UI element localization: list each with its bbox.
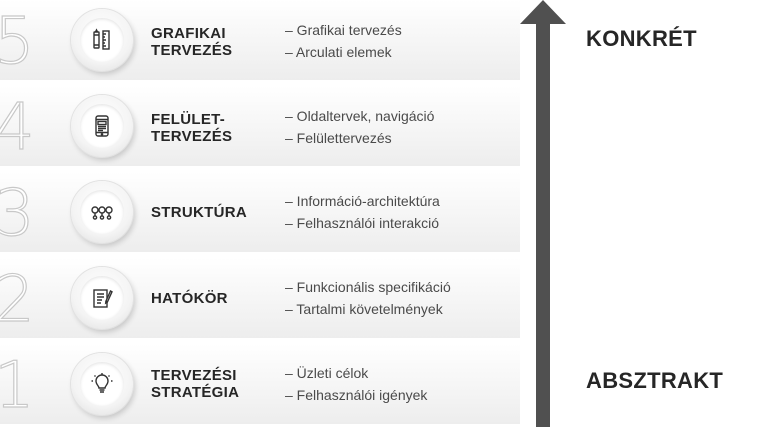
level-5-item-2: – Arculati elemek [285, 44, 392, 60]
level-2-item-1: – Funkcionális specifikáció [285, 279, 451, 295]
level-2-badge [71, 267, 133, 329]
abstract-label: ABSZTRAKT [586, 368, 724, 393]
level-4-item-1: – Oldaltervek, navigáció [285, 108, 435, 124]
level-1-item-1: – Üzleti célok [285, 365, 369, 381]
level-4-title-line-2: TERVEZÉS [151, 128, 233, 145]
level-3-title: STRUKTÚRA [151, 204, 271, 221]
level-4-items: – Oldaltervek, navigáció – Felülettervez… [285, 105, 515, 149]
level-1-badge [71, 353, 133, 415]
structure-nodes-icon [91, 206, 113, 220]
level-1-title-line-1: TERVEZÉSI [151, 367, 237, 384]
level-3-badge [71, 181, 133, 243]
level-5-items: – Grafikai tervezés – Arculati elemek [285, 19, 515, 63]
level-5-title-line-1: GRAFIKAI [151, 25, 226, 42]
level-1-items: – Üzleti célok – Felhasználói igények [285, 362, 515, 406]
level-5-title: GRAFIKAI TERVEZÉS [151, 25, 271, 59]
level-1-number: 1 [0, 348, 35, 423]
level-1-title-line-2: STRATÉGIA [151, 384, 240, 401]
level-2-number: 2 [0, 262, 35, 337]
level-4-item-2: – Felülettervezés [285, 130, 392, 146]
abstract-to-concrete-arrow [520, 0, 566, 427]
level-3-item-2: – Felhasználói interakció [285, 215, 440, 231]
level-1-title: TERVEZÉSI STRATÉGIA [151, 367, 271, 401]
level-2-item-2: – Tartalmi követelmények [285, 301, 443, 317]
level-5-title-line-2: TERVEZÉS [151, 42, 233, 59]
concrete-label: KONKRÉT [586, 26, 697, 51]
level-3-item-1: – Információ-architektúra [285, 193, 440, 209]
mobile-wireframe-icon [95, 115, 109, 137]
document-pen-icon [93, 289, 113, 308]
level-4-badge [71, 95, 133, 157]
level-5-item-1: – Grafikai tervezés [285, 22, 402, 38]
level-3-number: 3 [0, 176, 35, 251]
level-4-number: 4 [0, 90, 35, 165]
level-4-title: FELÜLET- TERVEZÉS [151, 111, 271, 145]
level-3-title-line-1: STRUKTÚRA [151, 204, 248, 221]
level-2-title-line-1: HATÓKÖR [151, 290, 228, 307]
level-1-item-2: – Felhasználói igények [285, 387, 428, 403]
level-3-items: – Információ-architektúra – Felhasználói… [285, 190, 515, 234]
level-5-number: 5 [0, 4, 35, 79]
level-2-title: HATÓKÖR [151, 290, 271, 307]
lightbulb-icon [91, 373, 113, 393]
level-4-title-line-1: FELÜLET- [151, 111, 226, 128]
level-5-badge [71, 9, 133, 71]
level-2-items: – Funkcionális specifikáció – Tartalmi k… [285, 276, 515, 320]
pencil-ruler-icon [93, 28, 110, 50]
